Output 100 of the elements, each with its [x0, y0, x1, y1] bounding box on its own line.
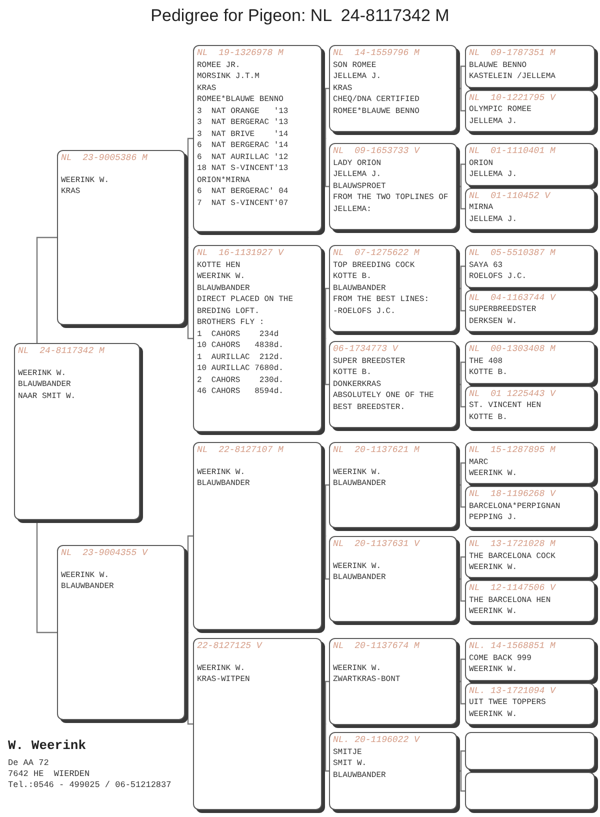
pigeon-info: 3 NAT BRIVE '14 [197, 128, 290, 140]
ring-number: NL 20-1137631 V [333, 539, 421, 550]
pigeon-info: WEERINK W. [333, 662, 382, 674]
pigeon-info: WEERINK W. [333, 560, 382, 572]
pedigree-card [465, 45, 595, 88]
connector-line [185, 535, 193, 634]
contact-text: 7642 HE WIERDEN [8, 769, 90, 779]
pigeon-info: 6 NAT AURILLAC '12 [197, 152, 290, 163]
pigeon-info: KRAS [333, 82, 354, 94]
ring-number: 06-1734773 V [333, 344, 400, 356]
pigeon-info: 2 CAHORS 230d. [197, 374, 284, 386]
pedigree-card [465, 188, 595, 230]
connector-line [322, 723, 329, 772]
ring-number: NL 07-1275622 M [333, 248, 420, 260]
pigeon-info: WEERINK W. [197, 662, 246, 674]
pedigree-card [465, 580, 595, 622]
pigeon-info: SUPER BREEDSTER [333, 356, 406, 367]
pigeon-info: 18 NAT S-VINCENT'13 [197, 163, 290, 174]
pigeon-info: BLAUWBANDER [18, 379, 72, 390]
pigeon-info: JELLEMA J. [469, 116, 518, 127]
pigeon-info: SMIT W. [333, 758, 368, 770]
connector-line [36, 520, 57, 634]
pedigree-card [57, 545, 185, 720]
pigeon-info: CHEQ/DNA CERTIFIED [333, 94, 420, 106]
pigeon-info: WEERINK W. [469, 468, 518, 480]
pigeon-info: ORION [469, 158, 494, 169]
pigeon-info: 7 NAT S-VINCENT'07 [197, 198, 290, 209]
pigeon-info: 10 CAHORS 4838d. [197, 340, 284, 352]
pedigree-card [465, 682, 595, 725]
pedigree-card [329, 245, 457, 332]
connector-line [457, 88, 465, 112]
pigeon-info: BLAUWSPROET [333, 180, 387, 192]
ring-number: NL 23-9005386 M [61, 153, 148, 164]
pedigree-card [329, 45, 457, 132]
ring-number: NL 19-1326978 M [197, 48, 284, 60]
pigeon-info: BLAUWBANDER [333, 770, 387, 781]
pigeon-info: DERKSEN W. [469, 316, 518, 327]
ring-number: NL 20-1137674 M [333, 641, 420, 652]
pedigree-card [329, 638, 457, 725]
connector-line [457, 484, 465, 508]
pigeon-info: DONKERKRAS [333, 378, 382, 390]
pigeon-info: KRAS-WITPEN [197, 674, 251, 686]
pigeon-info: KRAS [197, 82, 218, 94]
pigeon-info: OLYMPIC ROMEE [469, 104, 532, 116]
pigeon-info: -ROELOFS J.C. [333, 306, 396, 317]
pigeon-info: LADY ORION [333, 158, 382, 169]
pigeon-info: UIT TWEE TOPPERS [469, 697, 547, 708]
pedigree-card [193, 245, 322, 432]
ring-number: NL 05-5510387 M [469, 248, 556, 260]
connector-line [457, 578, 465, 602]
pigeon-info: 3 NAT ORANGE '13 [197, 106, 290, 117]
pigeon-info: SON ROMEE [333, 60, 378, 71]
title: Pedigree for Pigeon: NL 24-8117342 M [150, 6, 450, 26]
pigeon-info: THE 408 [469, 356, 504, 367]
pigeon-info: 3 NAT BERGERAC '13 [197, 117, 290, 128]
pedigree-card [193, 638, 322, 810]
pigeon-info: ZWARTKRAS-BONT [333, 674, 402, 686]
pigeon-info: ST. VINCENT HEN [469, 400, 542, 412]
pigeon-info: THE BARCELONA HEN [469, 594, 552, 606]
pigeon-info: WEERINK W. [197, 271, 246, 282]
ring-number: NL. 13-1721094 V [469, 686, 557, 697]
breeder-name: W. Weerink [8, 738, 86, 753]
ring-number: NL 22-8127107 M [197, 445, 284, 456]
pedigree-card [329, 143, 457, 230]
pigeon-info: KOTTE B. [333, 367, 372, 378]
connector-line [322, 138, 329, 188]
connector-line [322, 680, 329, 725]
pedigree-card [193, 442, 322, 630]
pedigree-card [465, 486, 595, 528]
contact-text: Tel.:0546 - 499025 / 06-51212837 [8, 780, 172, 790]
pigeon-info: FROM THE TWO TOPLINES OF JELLEMA: [333, 192, 450, 215]
ring-number: NL 01 1225443 V [469, 388, 557, 400]
pedigree-card [465, 90, 595, 132]
pigeon-info: 1 CAHORS 234d [197, 328, 280, 340]
pigeon-info: JELLEMA J. [333, 71, 382, 82]
pigeon-info: 10 AURILLAC 7680d. [197, 363, 284, 374]
pigeon-info: WEERINK W. [61, 174, 110, 186]
pigeon-info: MORSINK J.T.M [197, 71, 260, 82]
pigeon-info: SMITJE [333, 746, 363, 758]
pigeon-info: BLAUWBANDER [197, 478, 251, 490]
ring-number: NL 00-1303408 M [469, 344, 556, 356]
ring-number: NL 10-1221795 V [469, 92, 557, 104]
ring-number: 22-8127125 V [197, 641, 264, 652]
pigeon-info: WEERINK W. [469, 664, 518, 676]
pigeon-info: JELLEMA J. [469, 169, 518, 180]
pigeon-info: BLAUWBANDER [61, 581, 115, 592]
pedigree-card [465, 143, 595, 186]
pigeon-info: SUPERBREEDSTER [469, 304, 538, 316]
ring-number: NL. 14-1568851 M [469, 641, 556, 652]
pedigree-card [465, 386, 595, 428]
ring-number: NL 16-1131927 V [197, 248, 285, 260]
pigeon-info: WEERINK W. [469, 708, 518, 720]
pedigree-card [329, 442, 457, 528]
connector-line [457, 770, 465, 792]
ring-number: NL 01-110452 V [469, 190, 552, 202]
pigeon-info: 6 NAT BERGERAC '14 [197, 140, 290, 152]
empty-pedigree-card [465, 772, 595, 810]
pigeon-info: WEERINK W. [333, 466, 382, 478]
pigeon-info: ROMEE JR. [197, 60, 242, 71]
pedigree-card [465, 245, 595, 288]
